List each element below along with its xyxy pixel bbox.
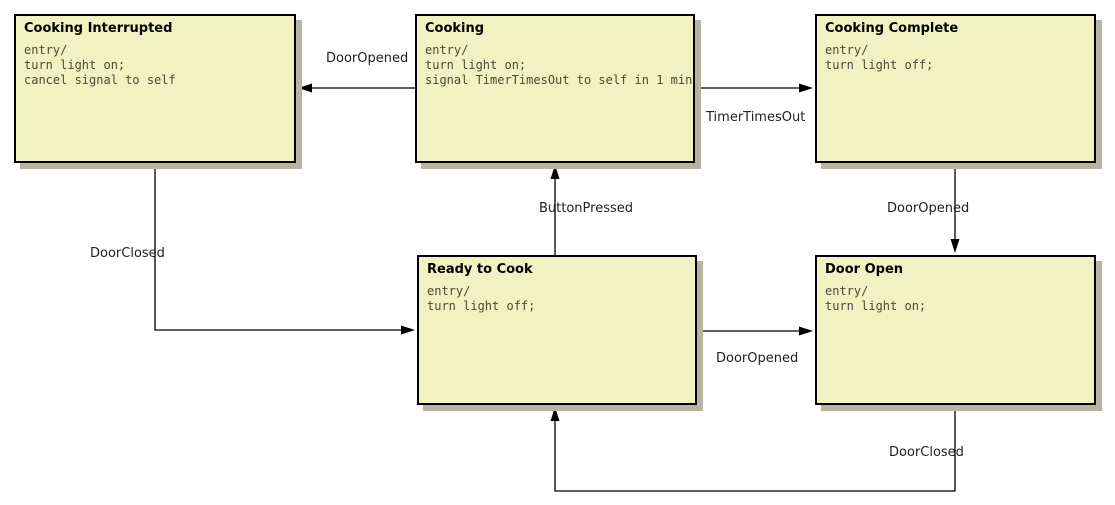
transition-line-interrupted-to-ready: [154, 165, 409, 331]
state-body-line: entry/: [425, 43, 469, 57]
state-title: Cooking Interrupted: [24, 21, 173, 36]
transition-label-dooropened-to-interrupted: DoorOpened: [326, 51, 409, 66]
state-body-line: turn light on;: [825, 299, 927, 313]
transition-label-dooropened-ready-to-dooropen: DoorOpened: [716, 351, 799, 366]
state-door-open: Door Open entry/ turn light on;: [815, 255, 1096, 405]
state-title: Cooking Complete: [825, 21, 959, 36]
transition-label-buttonpressed: ButtonPressed: [539, 201, 634, 216]
state-body-line: entry/: [825, 43, 869, 57]
state-body: entry/ turn light off;: [825, 43, 1086, 73]
transition-line-dooropen-to-ready: [554, 405, 956, 492]
state-body-line: entry/: [825, 284, 869, 298]
state-title: Cooking: [425, 21, 485, 36]
state-body: entry/ turn light on; cancel signal to s…: [24, 43, 286, 88]
arrowhead-right-icon: [401, 325, 415, 335]
state-body-line: turn light off;: [427, 299, 536, 313]
state-cooking: Cooking entry/ turn light on; signal Tim…: [415, 14, 695, 163]
state-body-line: turn light on;: [425, 58, 527, 72]
state-body-line: entry/: [427, 284, 471, 298]
arrowhead-up-icon: [550, 407, 560, 421]
state-body-line: turn light off;: [825, 58, 934, 72]
transition-label-doorclosed-return: DoorClosed: [889, 445, 964, 460]
state-ready-to-cook: Ready to Cook entry/ turn light off;: [417, 255, 697, 405]
transition-label-doorclosed-to-ready: DoorClosed: [90, 246, 165, 261]
state-cooking-complete: Cooking Complete entry/ turn light off;: [815, 14, 1096, 163]
state-body-line: turn light on;: [24, 58, 126, 72]
state-body: entry/ turn light on;: [825, 284, 1086, 314]
state-body-line: entry/: [24, 43, 68, 57]
arrowhead-left-icon: [298, 83, 312, 93]
arrowhead-up-icon: [550, 165, 560, 179]
state-body-line: signal TimerTimesOut to self in 1 min: [425, 73, 693, 87]
arrowhead-right-icon: [799, 326, 813, 336]
transition-label-timertimesout: TimerTimesOut: [706, 110, 806, 125]
state-body-line: cancel signal to self: [24, 73, 176, 87]
state-body: entry/ turn light off;: [427, 284, 687, 314]
state-cooking-interrupted: Cooking Interrupted entry/ turn light on…: [14, 14, 296, 163]
state-body: entry/ turn light on; signal TimerTimesO…: [425, 43, 693, 88]
state-title: Door Open: [825, 262, 904, 277]
arrowhead-down-icon: [950, 239, 960, 253]
state-title: Ready to Cook: [427, 262, 533, 277]
arrowhead-right-icon: [799, 83, 813, 93]
transition-label-dooropened-to-dooropen: DoorOpened: [887, 201, 970, 216]
